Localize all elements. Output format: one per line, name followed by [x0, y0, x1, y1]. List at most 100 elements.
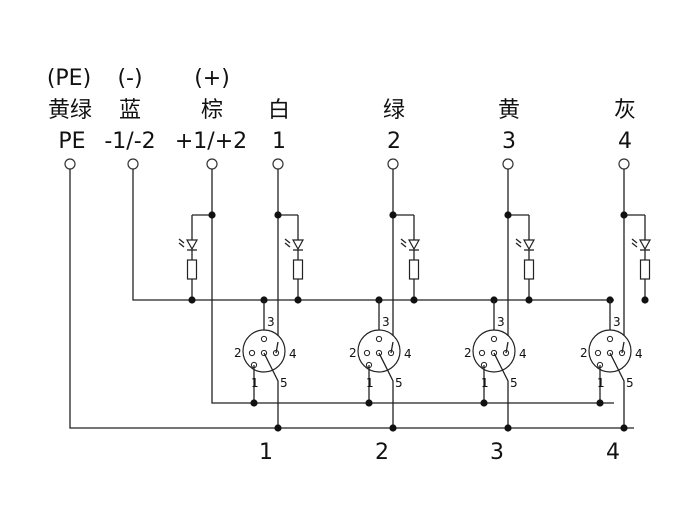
pin4-wire — [505, 341, 509, 354]
junction-dot — [274, 424, 282, 432]
junction-dot — [620, 211, 628, 219]
pin4-wire — [390, 341, 394, 354]
port-number-2: 2 — [375, 440, 389, 465]
connector-pin-3 — [606, 335, 614, 343]
connector-pin-label: 2 — [464, 346, 472, 360]
terminal-pos-paren: (+) — [194, 66, 230, 91]
terminal-pe-circle — [64, 158, 76, 170]
junction-dot — [274, 211, 282, 219]
connector-pin-label: 3 — [382, 315, 390, 329]
negative-bus-wire — [132, 169, 614, 301]
led-branch-2 — [274, 211, 305, 304]
light-arrow-icon — [400, 242, 407, 248]
port-number-1: 1 — [259, 440, 273, 465]
terminal-2-color: 绿 — [383, 98, 405, 123]
junction-dot — [188, 296, 196, 304]
connector-pin-label: 1 — [251, 376, 259, 390]
connector-pin-label: 5 — [280, 376, 288, 390]
terminal-1-color: 白 — [268, 98, 290, 123]
terminal-pe-code: PE — [58, 129, 85, 154]
terminal-pos-circle — [206, 158, 218, 170]
connector-pin-label: 5 — [395, 376, 403, 390]
junction-dot — [641, 296, 649, 304]
junction-dot — [389, 424, 397, 432]
light-arrow-icon — [631, 242, 638, 248]
diode-icon — [407, 239, 421, 251]
pin4-wire — [275, 341, 279, 354]
terminal-3-code: 3 — [502, 129, 516, 154]
terminal-neg-color: 蓝 — [119, 98, 141, 123]
junction-dot — [294, 296, 302, 304]
led-branch-3 — [389, 211, 421, 304]
connector-1: 3 2 4 1 5 — [234, 300, 297, 432]
junction-dot — [480, 399, 488, 407]
connector-pin-label: 4 — [519, 347, 527, 361]
light-arrow-icon — [515, 238, 522, 244]
junction-dot — [250, 399, 258, 407]
connector-pin-label: 5 — [510, 376, 518, 390]
connector-pin-3 — [260, 335, 268, 343]
terminal-3-circle — [502, 158, 514, 170]
light-arrow-icon — [631, 238, 638, 244]
connector-pin-label: 4 — [635, 347, 643, 361]
terminal-4-color: 灰 — [614, 98, 636, 123]
terminal-1-circle — [272, 158, 284, 170]
terminal-neg-paren: (-) — [117, 66, 142, 91]
junction-dot — [525, 296, 533, 304]
resistor-icon — [408, 259, 420, 280]
terminal-headings: (PE) (-) (+) 黄绿 蓝 棕 白 绿 黄 灰 PE -1/-2 +1/… — [47, 66, 636, 154]
light-arrow-icon — [284, 242, 291, 248]
bus-wires — [69, 169, 634, 429]
junction-dot — [389, 211, 397, 219]
connector-pin-2 — [363, 349, 371, 357]
terminal-2-circle — [387, 158, 399, 170]
terminal-neg-code: -1/-2 — [104, 129, 155, 154]
connector-pin-label: 2 — [349, 346, 357, 360]
diode-icon — [522, 239, 536, 251]
pin5-wire — [493, 352, 509, 428]
connector-pin-label: 3 — [267, 315, 275, 329]
connector-pin-2 — [248, 349, 256, 357]
led-indicators — [178, 211, 652, 304]
pin5-wire — [263, 352, 279, 428]
junction-dot — [504, 424, 512, 432]
connector-pin-label: 2 — [234, 346, 242, 360]
light-arrow-icon — [178, 238, 185, 244]
connector-pin-label: 3 — [497, 315, 505, 329]
terminal-4-circle — [618, 158, 630, 170]
terminal-2-code: 2 — [387, 129, 401, 154]
terminal-neg-circle — [127, 158, 139, 170]
connector-pin-label: 4 — [404, 347, 412, 361]
terminal-pos-color: 棕 — [201, 98, 223, 123]
junction-dot — [596, 399, 604, 407]
diode-icon — [291, 239, 305, 251]
port-number-3: 3 — [490, 440, 504, 465]
positive-bus-wire — [211, 169, 614, 404]
port-number-4: 4 — [606, 440, 620, 465]
terminal-3-color: 黄 — [498, 98, 520, 123]
light-arrow-icon — [284, 238, 291, 244]
connector-pin-3 — [490, 335, 498, 343]
connector-pin-label: 2 — [580, 346, 588, 360]
connector-pin-label: 4 — [289, 347, 297, 361]
resistor-icon — [523, 259, 535, 280]
pin5-wire — [609, 352, 625, 428]
terminal-pos-code: +1/+2 — [175, 129, 247, 154]
light-arrow-icon — [178, 242, 185, 248]
resistor-icon — [292, 259, 304, 280]
diode-icon — [185, 239, 199, 251]
connector-pin-3 — [375, 335, 383, 343]
junction-dot — [504, 211, 512, 219]
terminal-4-code: 4 — [618, 129, 632, 154]
connector-pin-label: 1 — [481, 376, 489, 390]
junction-dot — [410, 296, 418, 304]
led-branch-5 — [620, 211, 652, 304]
connector-pin-label: 5 — [626, 376, 634, 390]
port-numbers: 1 2 3 4 — [259, 440, 620, 465]
connector-pin-2 — [478, 349, 486, 357]
connector-pin-label: 3 — [613, 315, 621, 329]
